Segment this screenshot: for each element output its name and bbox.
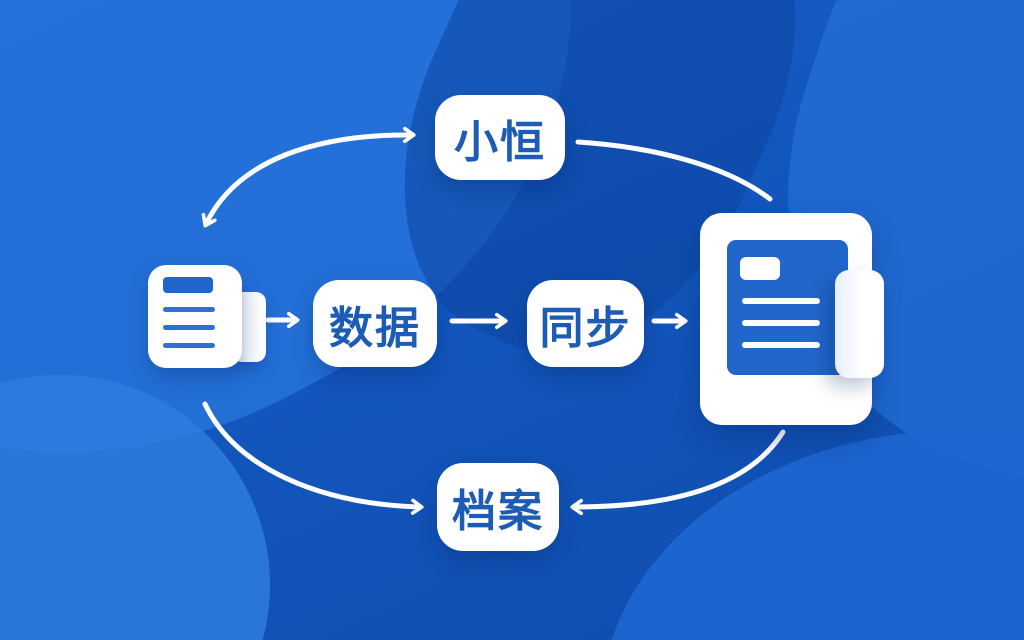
target-document-text-line xyxy=(742,298,820,304)
node-sync: 同步 xyxy=(527,280,644,367)
source-document-page xyxy=(148,265,242,368)
target-document-icon xyxy=(700,213,890,428)
node-sync-label: 同步 xyxy=(539,303,632,353)
node-archive: 档案 xyxy=(437,463,559,551)
target-document-sheet xyxy=(727,240,848,375)
node-data-label: 数据 xyxy=(329,303,421,353)
arrow-source-to-archive xyxy=(202,401,424,515)
source-document-icon xyxy=(148,263,268,373)
source-document-header-bar xyxy=(163,277,213,293)
node-assistant-label: 小恒 xyxy=(454,117,546,167)
node-data: 数据 xyxy=(313,280,437,367)
node-archive-label: 档案 xyxy=(452,487,544,536)
source-document-text-line xyxy=(163,325,215,330)
target-document-header-chip xyxy=(740,257,780,280)
arrow-target-to-archive xyxy=(570,429,786,516)
node-assistant: 小恒 xyxy=(435,95,565,180)
target-document-text-line xyxy=(742,342,820,348)
source-document-text-line xyxy=(163,343,215,348)
target-document-side-tab xyxy=(835,270,884,378)
arrow-assistant-to-target xyxy=(575,139,773,202)
target-document-text-line xyxy=(742,320,820,326)
arrow-source-assistant-bidirectional xyxy=(201,126,416,228)
source-document-text-line xyxy=(163,307,215,312)
